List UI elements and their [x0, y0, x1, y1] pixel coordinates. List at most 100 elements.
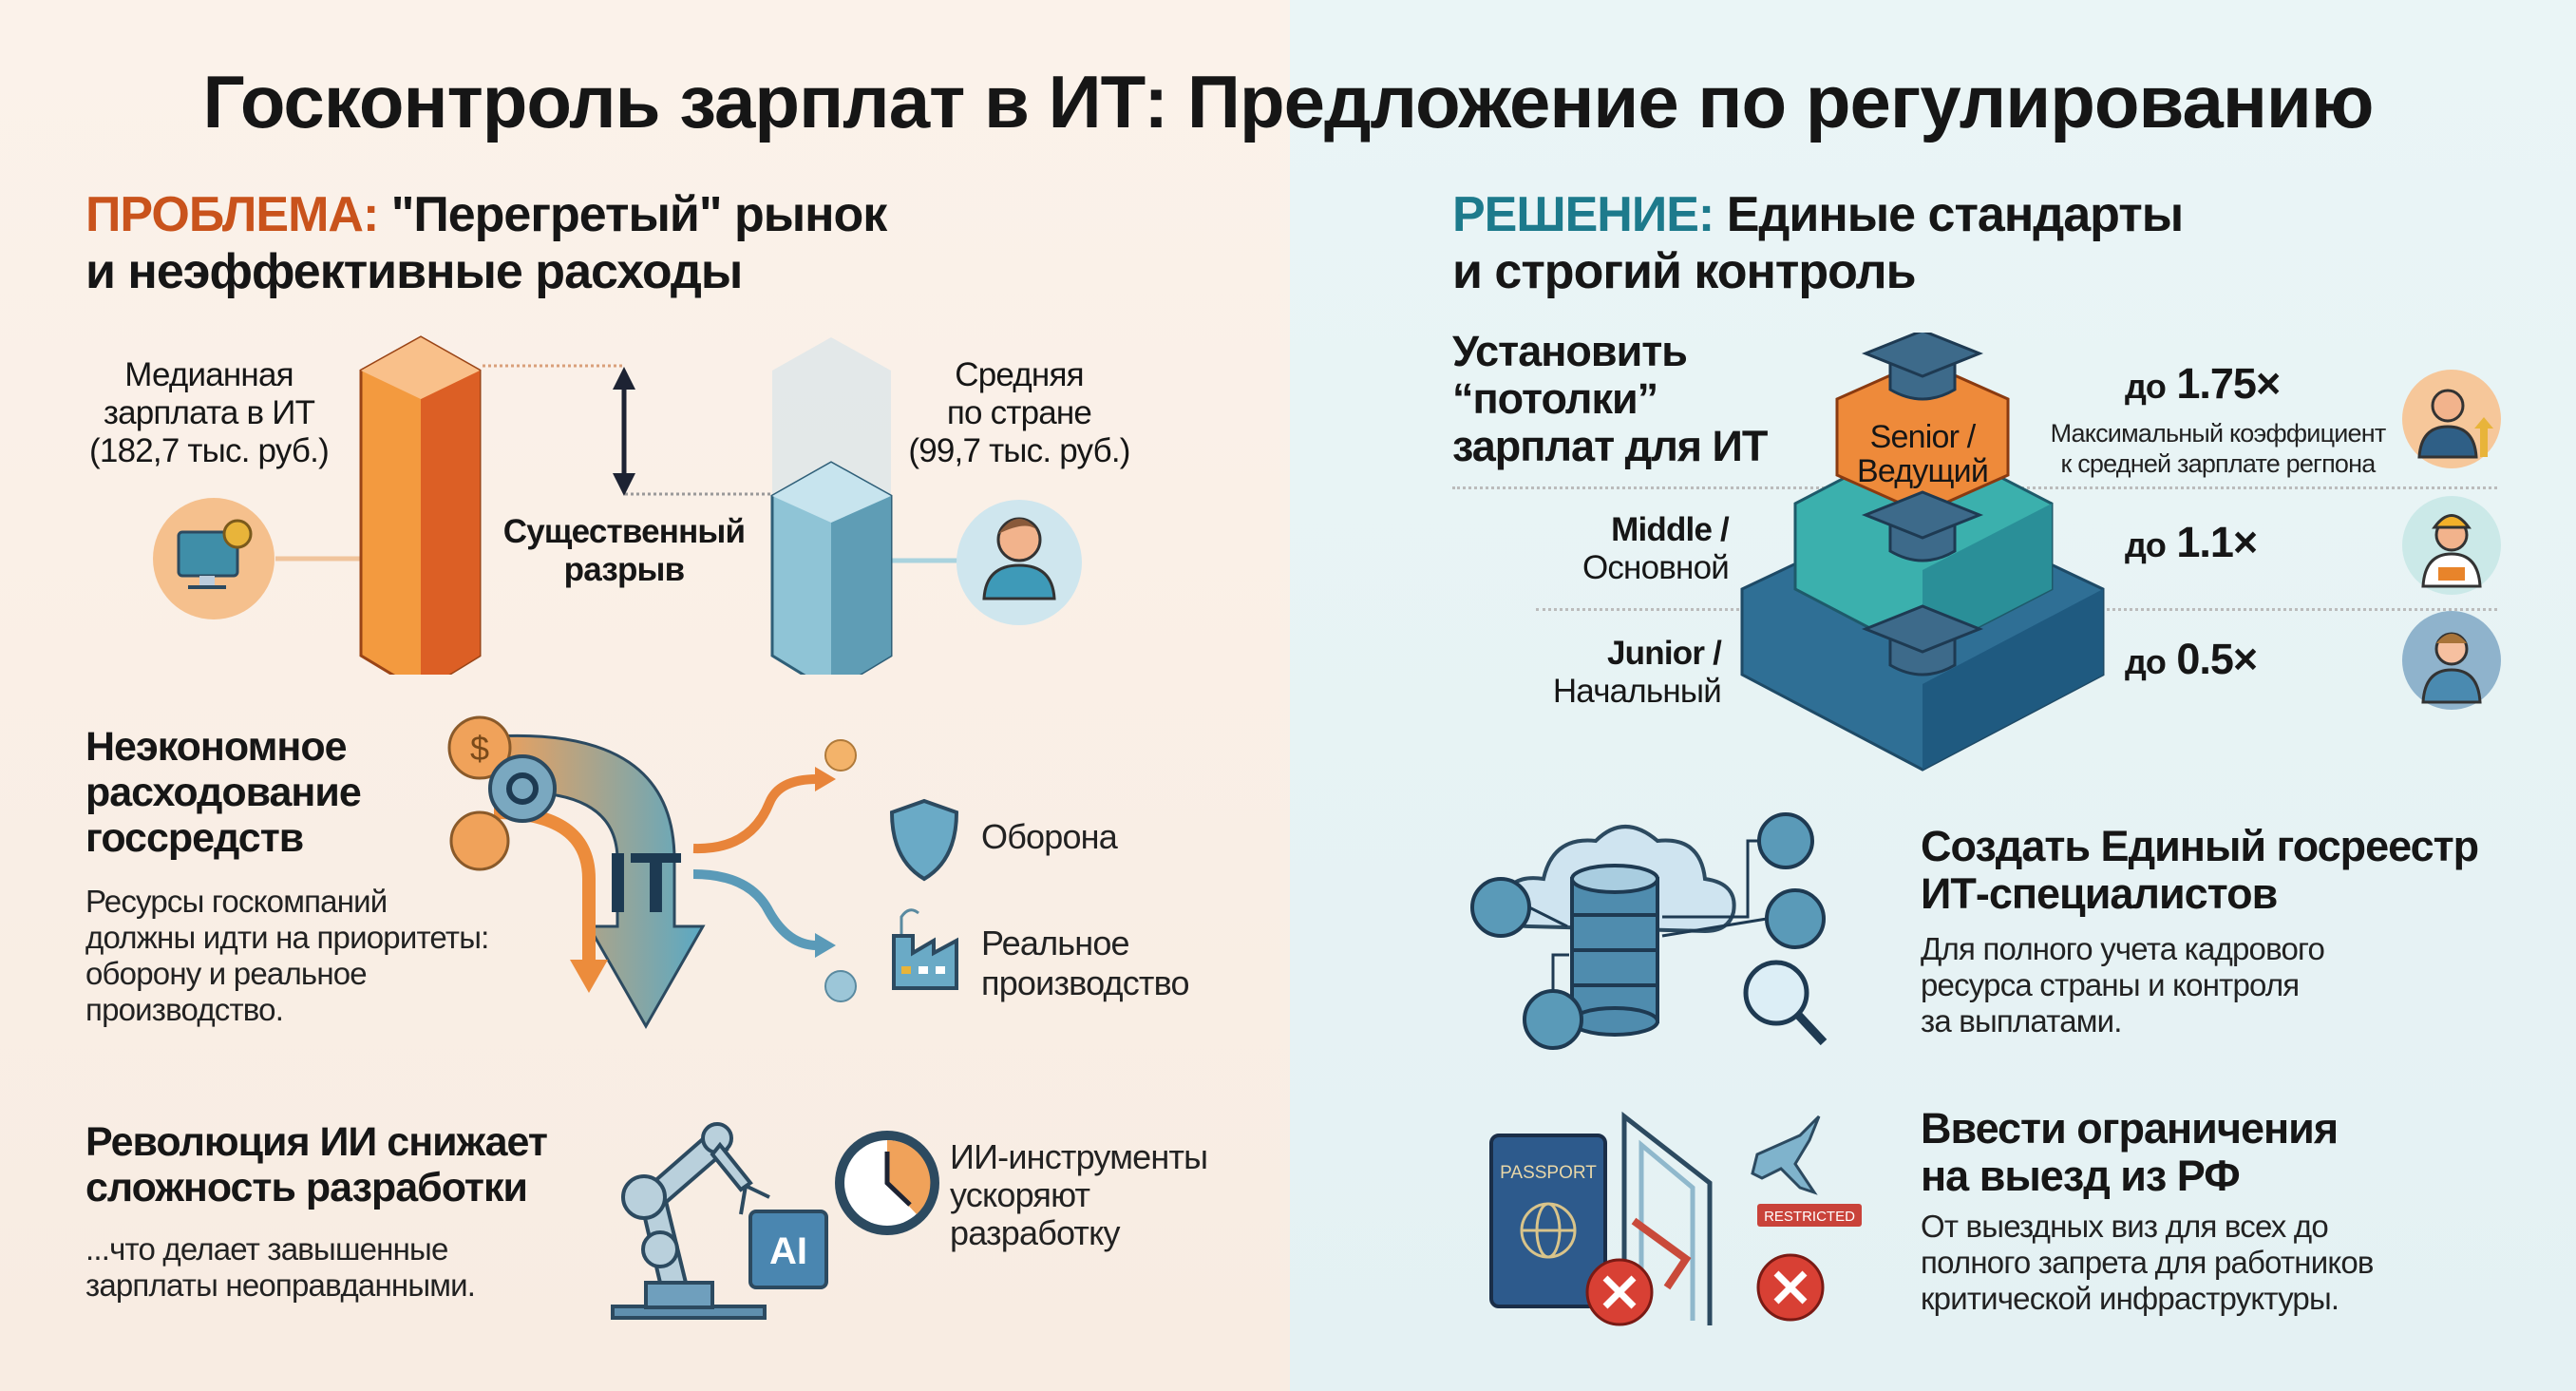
junior-coef-value: 0.5× — [2176, 635, 2258, 683]
waste-heading-line3: госсредств — [85, 815, 304, 861]
it-salary-label: Медианная зарплата в ИТ (182,7 тыс. руб.… — [66, 356, 351, 470]
clock-icon — [835, 1131, 939, 1235]
registry-heading-line1: Создать Единый госреестр — [1921, 822, 2479, 870]
exit-heading-line2: на выезд из РФ — [1921, 1152, 2241, 1200]
denied-x-icon — [1756, 1253, 1825, 1322]
it-salary-line2: зарплата в ИТ — [103, 394, 315, 431]
exit-line1: От выездных виз для всех до — [1921, 1209, 2329, 1244]
ai-heading-line2: сложность разработки — [85, 1165, 528, 1210]
small-coin-icon — [824, 739, 857, 772]
middle-label-line2: Основной — [1582, 549, 1730, 586]
junior-label-line1: Junior / — [1607, 635, 1722, 672]
junior-avatar-icon — [2402, 611, 2501, 710]
gap-label: Существенный разрыв — [475, 513, 773, 589]
note-line1: Максимальный коэффициент — [2050, 419, 2387, 448]
registry-line2: ресурса страны и контроля — [1921, 967, 2300, 1002]
middle-label: Middle / Основной — [1482, 511, 1730, 587]
coef-prefix: до — [2125, 367, 2167, 406]
graduation-cap-icon — [1861, 333, 1984, 676]
junior-label: Junior / Начальный — [1472, 635, 1722, 711]
factory-icon — [892, 908, 958, 990]
person-icon — [957, 500, 1082, 625]
exit-heading: Ввести ограничения на выезд из РФ — [1921, 1104, 2339, 1200]
production-line2: производство — [981, 963, 1190, 1002]
ai-tools-line1: ИИ-инструменты — [950, 1137, 1208, 1176]
note-line2: к средней зарплате регпона — [2060, 449, 2377, 478]
gear-coin-icon — [488, 754, 557, 823]
problem-heading-line2: и неэффективные расходы — [85, 244, 743, 299]
problem-heading: ПРОБЛЕМА: "Перегретый" рынок и неэффекти… — [85, 186, 887, 300]
restricted-label: RESTRICTED — [1764, 1209, 1855, 1225]
user-icon — [1470, 877, 1531, 938]
junior-coefficient: до 0.5× — [2125, 635, 2258, 684]
coin-icon — [449, 810, 510, 871]
ai-chip-label: AI — [769, 1230, 807, 1272]
production-label: Реальное производство — [981, 924, 1190, 1003]
database-icon — [1570, 864, 1659, 1037]
ai-tools-line3: разработку — [950, 1213, 1120, 1252]
caps-heading-line1: Установить — [1452, 327, 1688, 375]
priority-icons — [889, 798, 959, 990]
magnifier-icon — [1743, 960, 1828, 1046]
waste-heading: Неэкономное расходование госсредств — [85, 724, 362, 861]
waste-line1: Ресурсы госкомпаний — [85, 884, 388, 919]
computer-gear-icon — [153, 498, 275, 619]
it-salary-value: (182,7 тыс. руб.) — [89, 432, 330, 469]
caps-heading-line3: зарплат для ИТ — [1452, 422, 1768, 470]
registry-database-graphic — [1470, 812, 1828, 1050]
shield-icon — [889, 798, 959, 882]
country-salary-bar — [770, 337, 893, 675]
ai-chip-icon: AI — [748, 1210, 828, 1289]
senior-label: Senior / Ведущий — [1837, 420, 2008, 488]
ai-line1: ...что делает завышенные — [85, 1231, 448, 1267]
problem-tag: ПРОБЛЕМА: — [85, 187, 379, 242]
it-salary-bar — [359, 335, 482, 675]
robot-arm-icon — [611, 1122, 770, 1320]
waste-line2: должны идти на приоритеты: — [85, 920, 489, 955]
waste-description: Ресурсы госкомпаний должны идти на приор… — [85, 884, 489, 1028]
ai-description: ...что делает завышенные зарплаты неопра… — [85, 1231, 476, 1304]
waste-line4: производство. — [85, 992, 284, 1027]
coin-dollar-icon: $ — [447, 715, 512, 780]
salary-comparison-graphic — [153, 335, 1082, 675]
solution-heading-text: Единые стандарты — [1726, 187, 2184, 242]
coef-prefix: до — [2125, 525, 2167, 564]
passport-label: PASSPORT — [1500, 1163, 1597, 1183]
middle-label-line1: Middle / — [1611, 511, 1730, 548]
robot-arm-ai-graphic: AI — [611, 1122, 939, 1320]
senior-coefficient: до 1.75× — [2125, 359, 2281, 409]
ai-heading: Революция ИИ снижает сложность разработк… — [85, 1119, 548, 1210]
user-icon — [1765, 888, 1826, 949]
user-icon — [1523, 989, 1583, 1050]
solution-tag: РЕШЕНИЕ: — [1452, 187, 1714, 242]
ai-line2: зарплаты неоправданными. — [85, 1267, 476, 1303]
passport-icon: PASSPORT — [1489, 1134, 1607, 1308]
manager-avatar-icon — [2402, 370, 2501, 468]
junior-label-line2: Начальный — [1552, 673, 1722, 710]
caps-heading-line2: “потолки” — [1452, 374, 1658, 423]
exit-heading-line1: Ввести ограничения — [1921, 1104, 2339, 1153]
waste-line3: оборону и реальное — [85, 956, 368, 991]
solution-heading: РЕШЕНИЕ: Единые стандарты и строгий конт… — [1452, 186, 2184, 300]
defense-label: Оборона — [981, 817, 1118, 856]
ai-heading-line1: Революция ИИ снижает — [85, 1119, 548, 1165]
registry-heading: Создать Единый госреестр ИТ-специалистов — [1921, 822, 2479, 918]
gap-arrow-icon — [613, 367, 635, 496]
caps-heading: Установить “потолки” зарплат для ИТ — [1452, 327, 1768, 470]
exit-line3: критической инфраструктуры. — [1921, 1281, 2339, 1316]
waste-heading-line1: Неэкономное — [85, 724, 348, 770]
waste-heading-line2: расходование — [85, 770, 362, 815]
middle-coef-value: 1.1× — [2176, 518, 2258, 566]
exit-restriction-graphic: PASSPORT RESTRICTED — [1489, 1111, 1862, 1326]
svg-text:$: $ — [470, 729, 489, 768]
registry-heading-line2: ИТ-специалистов — [1921, 869, 2278, 918]
problem-panel — [0, 0, 1290, 1391]
exit-description: От выездных виз для всех до полного запр… — [1921, 1209, 2374, 1317]
ai-tools-label: ИИ-инструменты ускоряют разработку — [950, 1137, 1208, 1252]
resource-flow-graphic: IT $ — [447, 715, 857, 1030]
registry-line1: Для полного учета кадрового — [1921, 931, 2325, 966]
small-coin-icon — [824, 970, 857, 1002]
senior-coef-value: 1.75× — [2176, 359, 2281, 408]
senior-label-line2: Ведущий — [1856, 453, 1989, 489]
airplane-icon — [1751, 1115, 1821, 1195]
